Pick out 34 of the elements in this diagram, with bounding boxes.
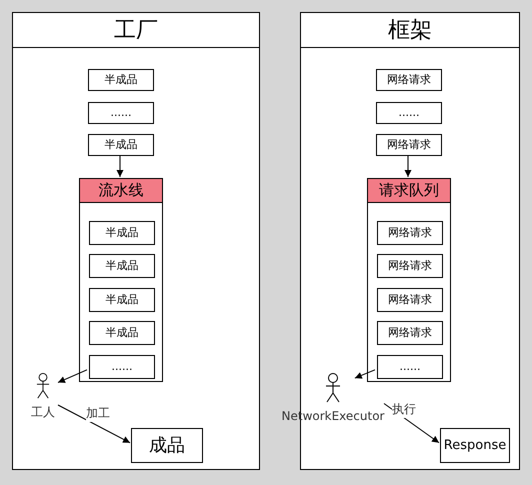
arrow <box>354 369 376 379</box>
item-box: 网络请求 <box>376 134 442 156</box>
queue-header: 流水线 <box>80 179 162 203</box>
arrow <box>58 369 88 383</box>
item-box: ...... <box>376 102 442 124</box>
item-box: 网络请求 <box>377 254 443 278</box>
result-box: Response <box>440 428 510 463</box>
item-box: 网络请求 <box>377 221 443 245</box>
item-box: 半成品 <box>89 288 155 312</box>
item-box: 半成品 <box>88 134 154 156</box>
arrow <box>58 404 130 444</box>
item-box: 半成品 <box>88 69 154 91</box>
arrow <box>404 154 412 178</box>
item-box: ...... <box>88 102 154 124</box>
item-box: ...... <box>377 355 443 379</box>
edge-label: 加工 <box>86 404 110 422</box>
arrow <box>384 402 440 444</box>
panel-title: 框架 <box>388 16 432 44</box>
result-box: 成品 <box>131 428 203 463</box>
item-box: 半成品 <box>89 321 155 345</box>
panel <box>12 12 260 470</box>
item-box: 网络请求 <box>377 321 443 345</box>
queue-container <box>367 178 451 382</box>
item-box: ...... <box>89 355 155 379</box>
arrow <box>116 154 124 178</box>
item-box: 网络请求 <box>376 69 442 91</box>
item-box: 网络请求 <box>377 288 443 312</box>
item-box: 半成品 <box>89 221 155 245</box>
item-box: 半成品 <box>89 254 155 278</box>
queue-header: 请求队列 <box>368 179 450 203</box>
queue-container <box>79 178 163 382</box>
edge-label: 执行 <box>392 400 416 418</box>
actor-label: 工人 <box>31 404 55 421</box>
panel-title: 工厂 <box>114 16 158 44</box>
